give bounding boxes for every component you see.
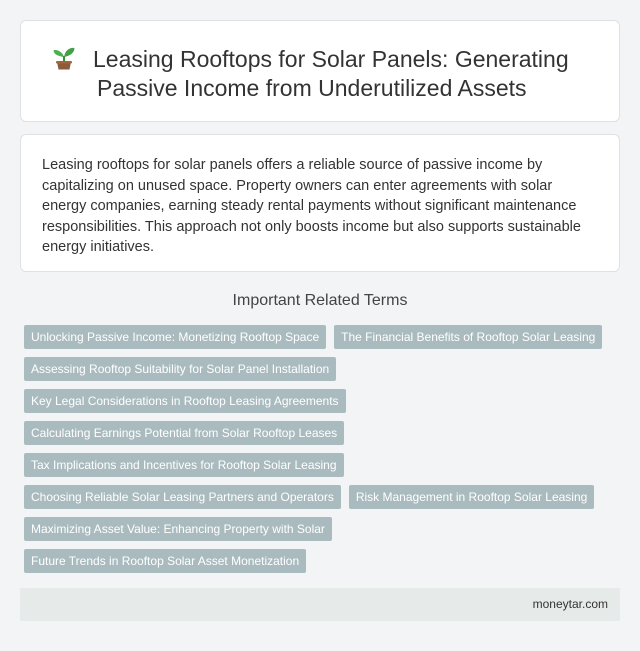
term-row: Calculating Earnings Potential from Sola… <box>24 421 624 445</box>
term-row: Unlocking Passive Income: Monetizing Roo… <box>24 325 624 349</box>
title-card: Leasing Rooftops for Solar Panels: Gener… <box>20 20 620 122</box>
page-title: Leasing Rooftops for Solar Panels: Gener… <box>51 45 599 103</box>
related-terms-heading: Important Related Terms <box>232 292 408 309</box>
seedling-icon <box>53 47 75 70</box>
term-tag[interactable]: Future Trends in Rooftop Solar Asset Mon… <box>24 549 307 573</box>
term-row: Choosing Reliable Solar Leasing Partners… <box>24 485 624 509</box>
title-line-2: Passive Income from Underutilized Assets <box>97 75 527 101</box>
term-tag[interactable]: Key Legal Considerations in Rooftop Leas… <box>24 389 346 413</box>
title-line-1: Leasing Rooftops for Solar Panels: Gener… <box>93 46 569 72</box>
term-tag[interactable]: Calculating Earnings Potential from Sola… <box>24 421 345 445</box>
term-row: Tax Implications and Incentives for Roof… <box>24 453 624 477</box>
footer: moneytar.com <box>20 588 620 621</box>
intro-card: Leasing rooftops for solar panels offers… <box>20 134 620 272</box>
term-tag[interactable]: Unlocking Passive Income: Monetizing Roo… <box>24 325 327 349</box>
term-row: Assessing Rooftop Suitability for Solar … <box>24 357 624 381</box>
term-tag[interactable]: Tax Implications and Incentives for Roof… <box>24 453 344 477</box>
term-tag[interactable]: Choosing Reliable Solar Leasing Partners… <box>24 485 341 509</box>
term-row: Future Trends in Rooftop Solar Asset Mon… <box>24 549 624 573</box>
term-row: Key Legal Considerations in Rooftop Leas… <box>24 389 624 413</box>
term-tag[interactable]: Risk Management in Rooftop Solar Leasing <box>348 485 595 509</box>
term-row: Maximizing Asset Value: Enhancing Proper… <box>24 517 624 541</box>
intro-paragraph: Leasing rooftops for solar panels offers… <box>42 157 581 255</box>
term-tag[interactable]: Assessing Rooftop Suitability for Solar … <box>24 357 337 381</box>
related-terms-list: Unlocking Passive Income: Monetizing Roo… <box>24 325 624 581</box>
footer-site-link[interactable]: moneytar.com <box>532 597 608 611</box>
term-tag[interactable]: Maximizing Asset Value: Enhancing Proper… <box>24 517 332 541</box>
term-tag[interactable]: The Financial Benefits of Rooftop Solar … <box>334 325 603 349</box>
